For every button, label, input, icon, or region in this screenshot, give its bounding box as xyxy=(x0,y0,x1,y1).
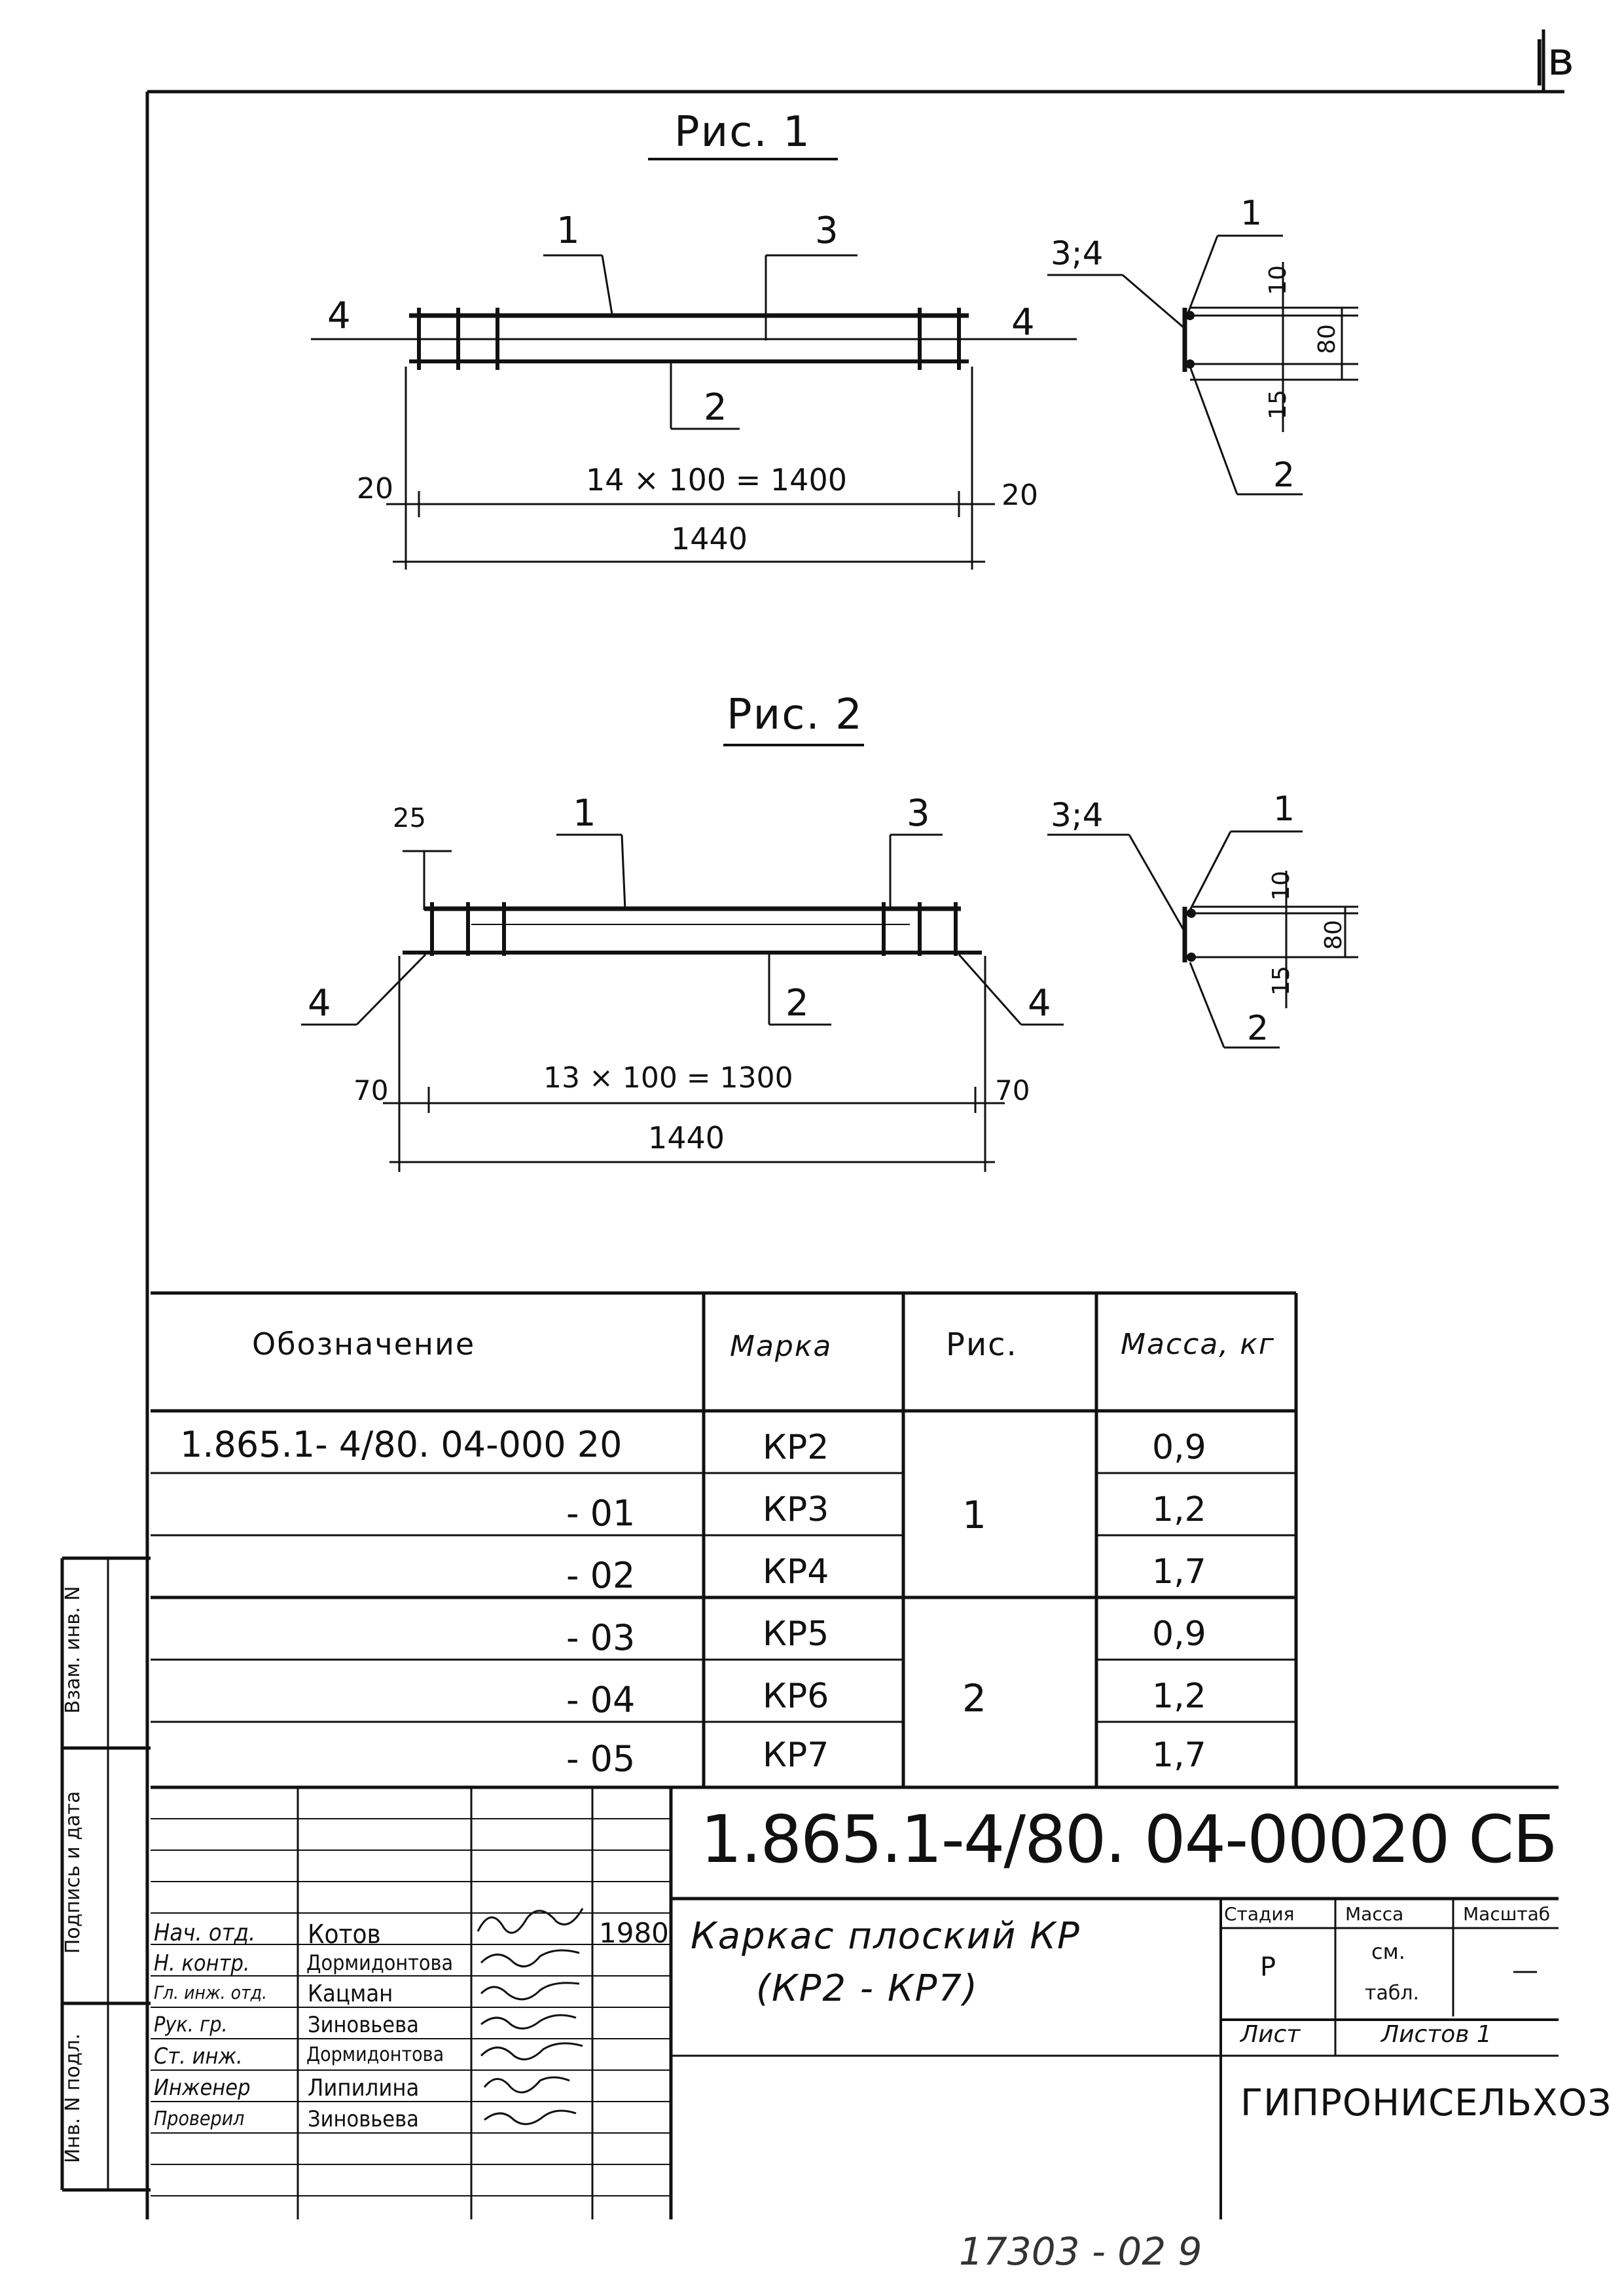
table-row-designation: 1.865.1- 4/80. 04-000 20 xyxy=(180,1424,623,1465)
staff-role: Гл. инж. отд. xyxy=(154,1982,268,2003)
table-header-mass: Масса, кг xyxy=(1121,1328,1275,1361)
organization-name: ГИПРОНИСЕЛЬХОЗ xyxy=(1240,2082,1612,2124)
fig2-section-d1: 10 xyxy=(1267,871,1295,901)
staff-name: Дормидонтова xyxy=(306,1950,454,1975)
staff-name: Кацман xyxy=(308,1980,393,2007)
side-stamp-grid xyxy=(60,1556,151,2192)
corner-mark: |в xyxy=(1532,32,1574,86)
staff-name: Зиновьева xyxy=(308,2106,419,2132)
side-stamp-podpis: Подпись и дата xyxy=(62,1791,84,1954)
staff-role: Инженер xyxy=(154,2075,251,2101)
fig1-dim-middle: 14 × 100 = 1400 xyxy=(586,462,847,498)
staff-name: Дормидонтова xyxy=(306,2043,444,2066)
doc-name-line1: Каркас плоский КР xyxy=(691,1915,1081,1958)
sheets-label: Листов 1 xyxy=(1381,2021,1492,2048)
table-header-mark: Марка xyxy=(730,1330,833,1363)
fig2-pos-4-left: 4 xyxy=(308,982,331,1025)
figure1-title: Рис. 1 xyxy=(674,108,811,156)
table-row-mass: 1,2 xyxy=(1152,1490,1206,1529)
mass-value-2: табл. xyxy=(1365,1982,1420,2005)
figure2-section xyxy=(1047,830,1358,1049)
fig1-pos-3: 3 xyxy=(815,210,839,252)
mass-value-1: см. xyxy=(1371,1939,1405,1964)
fig2-dim-offset: 25 xyxy=(393,803,426,833)
table-header-designation: Обозначение xyxy=(252,1326,476,1362)
staff-role: Ст. инж. xyxy=(154,2043,243,2069)
fig1-section-pos-1: 1 xyxy=(1240,194,1263,233)
table-row-mass: 1,7 xyxy=(1152,1736,1206,1775)
figure1-section xyxy=(1047,234,1358,496)
fig2-section-d3: 15 xyxy=(1267,966,1295,996)
table-figure-group-2: 2 xyxy=(962,1676,986,1721)
table-row-mark: КР2 xyxy=(763,1428,829,1467)
table-row-designation: - 02 xyxy=(566,1555,636,1596)
staff-role: Нач. отд. xyxy=(154,1920,256,1946)
fig2-pos-2: 2 xyxy=(785,982,809,1025)
fig2-dim-left: 70 xyxy=(353,1074,389,1106)
fig1-pos-1: 1 xyxy=(556,210,580,252)
fig2-dim-middle: 13 × 100 = 1300 xyxy=(543,1061,793,1095)
fig1-section-d3: 15 xyxy=(1264,390,1291,420)
fig2-section-d2: 80 xyxy=(1320,920,1347,950)
staff-role: Рук. гр. xyxy=(154,2012,228,2037)
table-row-mark: КР4 xyxy=(763,1552,829,1592)
figure1-drawing xyxy=(311,158,1077,570)
stage-header: Стадия xyxy=(1224,1903,1295,1925)
table-row-mark: КР7 xyxy=(763,1736,829,1775)
table-row-mass: 0,9 xyxy=(1152,1428,1206,1467)
fig1-dim-left: 20 xyxy=(357,472,393,505)
fig2-dim-right: 70 xyxy=(995,1074,1030,1106)
side-stamp-inv: Инв. N подл. xyxy=(62,2033,84,2164)
figure2-title: Рис. 2 xyxy=(727,691,863,739)
table-figure-group-1: 1 xyxy=(962,1493,986,1537)
table-row-mark: КР3 xyxy=(763,1490,829,1529)
stage-value: Р xyxy=(1260,1952,1276,1982)
table-row-mass: 1,7 xyxy=(1152,1552,1206,1592)
fig1-section-d1: 10 xyxy=(1264,265,1291,295)
mass-header: Масса xyxy=(1345,1903,1404,1925)
fig1-pos-2: 2 xyxy=(704,386,727,429)
footer-number: 17303 - 02 9 xyxy=(959,2229,1202,2274)
staff-role: Н. контр. xyxy=(154,1950,250,1977)
fig1-dim-right: 20 xyxy=(1001,479,1038,512)
scale-header: Масштаб xyxy=(1463,1903,1551,1925)
table-row-mass: 1,2 xyxy=(1152,1677,1206,1716)
fig2-dim-total: 1440 xyxy=(648,1120,725,1156)
fig2-pos-3: 3 xyxy=(907,792,930,835)
fig2-section-pos-2: 2 xyxy=(1247,1009,1269,1048)
fig2-section-pos-1: 1 xyxy=(1273,790,1295,829)
table-row-designation: - 04 xyxy=(566,1679,636,1721)
fig2-pos-4-right: 4 xyxy=(1028,982,1051,1025)
fig1-section-pos-2: 2 xyxy=(1273,456,1295,495)
sheet-label: Лист xyxy=(1240,2021,1301,2048)
table-row-designation: - 03 xyxy=(566,1617,636,1658)
table-row-designation: - 05 xyxy=(566,1738,636,1779)
staff-name: Котов xyxy=(308,1920,381,1950)
fig1-pos-4-right: 4 xyxy=(1011,301,1035,344)
staff-name: Липилина xyxy=(308,2075,420,2102)
staff-role: Проверил xyxy=(154,2107,245,2130)
doc-name-line2: (КР2 - КР7) xyxy=(756,1967,979,2010)
title-block-grid xyxy=(151,1785,1559,2219)
table-row-mark: КР5 xyxy=(763,1614,829,1654)
table-row-designation: - 01 xyxy=(566,1493,636,1534)
figure2-drawing xyxy=(301,744,1064,1172)
scale-value: — xyxy=(1512,1956,1538,1986)
fig1-dim-total: 1440 xyxy=(671,521,748,556)
fig1-section-d2: 80 xyxy=(1313,324,1341,354)
fig1-pos-4-left: 4 xyxy=(327,295,351,337)
side-stamp-vzam: Взам. инв. N xyxy=(62,1586,84,1714)
table-row-mass: 0,9 xyxy=(1152,1614,1206,1654)
table-row-mark: КР6 xyxy=(763,1677,829,1716)
spec-table-grid xyxy=(151,1291,1298,1787)
staff-name: Зиновьева xyxy=(308,2012,419,2038)
doc-number: 1.865.1-4/80. 04-00020 СБ xyxy=(700,1801,1558,1878)
fig1-section-label: 3;4 xyxy=(1051,234,1104,272)
fig2-pos-1: 1 xyxy=(573,792,596,835)
fig2-section-label: 3;4 xyxy=(1051,796,1104,834)
approval-year: 1980 xyxy=(599,1917,669,1949)
table-header-figure: Рис. xyxy=(946,1326,1018,1363)
